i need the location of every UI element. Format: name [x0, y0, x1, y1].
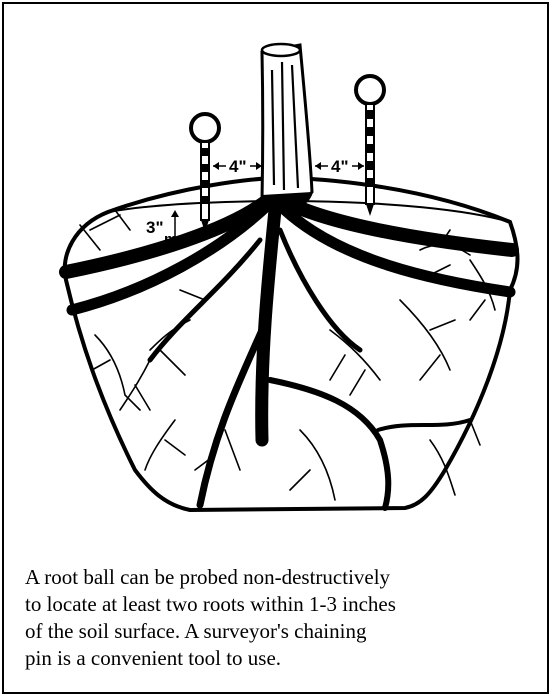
- right-spacing-label: 4": [331, 157, 349, 176]
- left-spacing-label: 4": [229, 157, 247, 176]
- depth-value-label: 3": [146, 218, 164, 237]
- tree-trunk-icon: [262, 44, 312, 213]
- left-spacing-dimension: 4": [213, 157, 262, 176]
- figure-caption: A root ball can be probed non-destructiv…: [25, 564, 535, 672]
- root-ball-icon: [65, 178, 518, 510]
- right-spacing-dimension: 4": [315, 157, 364, 176]
- depth-qualifier-label: max: [164, 231, 195, 248]
- root-ball-diagram: 4" 4" 3" max: [0, 0, 553, 560]
